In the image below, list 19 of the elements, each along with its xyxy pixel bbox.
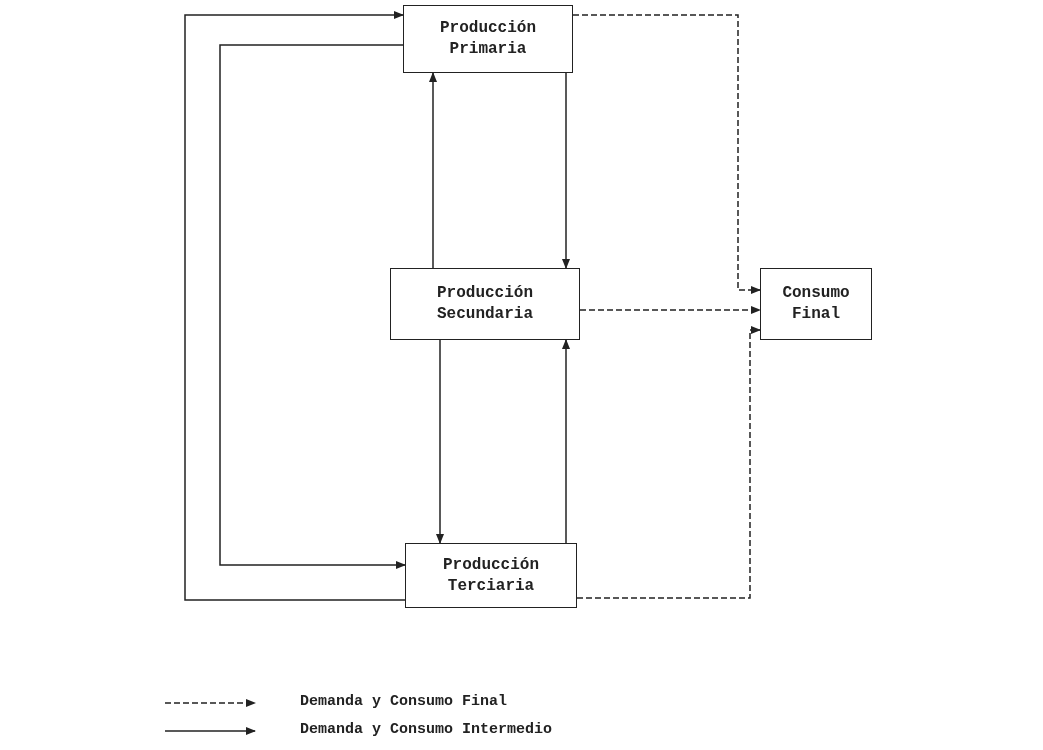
process-box	[403, 5, 573, 73]
arrow	[572, 14, 761, 294]
legend-text: Demanda y Consumo Final	[300, 693, 508, 710]
process-box	[405, 543, 577, 608]
box-label: Producción Primaria	[439, 18, 537, 60]
arrow	[436, 339, 444, 544]
arrow	[579, 306, 761, 314]
arrow	[562, 339, 570, 544]
process-box	[390, 268, 580, 340]
legend-text: Demanda y Consumo Intermedio	[300, 721, 553, 738]
box-label: Producción Secundaria	[436, 283, 534, 325]
arrow	[184, 11, 406, 601]
box-label: Producción Terciaria	[442, 554, 540, 597]
process-box	[760, 268, 872, 340]
box-label: Consumo Final	[781, 283, 851, 325]
arrow	[576, 326, 761, 599]
arrow	[219, 44, 406, 569]
arrow	[562, 72, 570, 269]
arrow	[429, 72, 437, 269]
